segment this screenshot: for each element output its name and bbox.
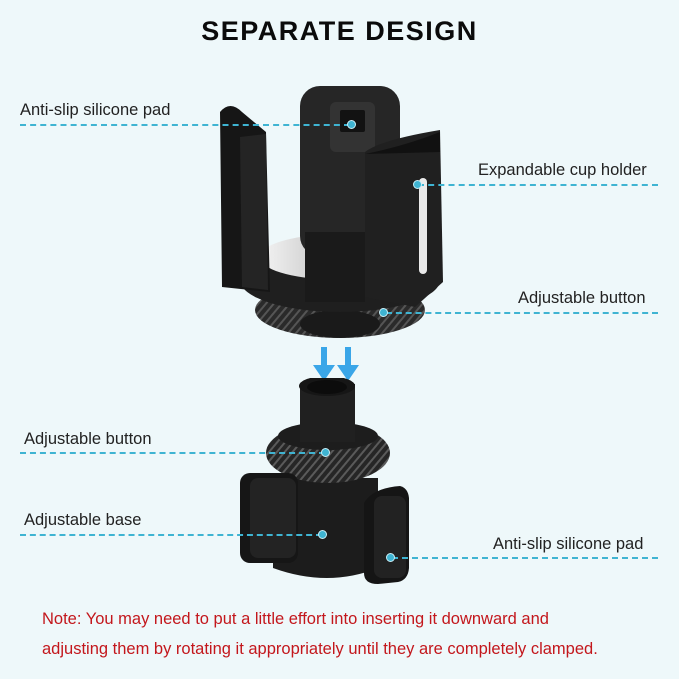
callout-line-anti-slip-pad-upper — [20, 124, 350, 126]
callout-line-expandable-cup-holder — [418, 184, 658, 186]
upper-cup-holder-image — [220, 86, 443, 338]
callout-dot-adjustable-button-upper — [379, 308, 388, 317]
callout-dot-adjustable-button-base — [321, 448, 330, 457]
note-line-2: adjusting them by rotating it appropriat… — [42, 640, 598, 658]
callout-dot-anti-slip-pad-upper — [347, 120, 356, 129]
callout-label-adjustable-base: Adjustable base — [24, 511, 142, 529]
callout-dot-expandable-cup-holder — [413, 180, 422, 189]
callout-dot-anti-slip-pad-base — [386, 553, 395, 562]
page-title: SEPARATE DESIGN — [201, 16, 478, 46]
callout-label-adjustable-button-base: Adjustable button — [24, 430, 152, 448]
callout-label-anti-slip-pad-base: Anti-slip silicone pad — [493, 535, 644, 553]
callout-label-anti-slip-pad-upper: Anti-slip silicone pad — [20, 101, 171, 119]
callout-label-adjustable-button-upper: Adjustable button — [518, 289, 646, 307]
callout-line-adjustable-button-upper — [386, 312, 658, 314]
callout-line-adjustable-base — [20, 534, 322, 536]
callout-line-adjustable-button-base — [20, 452, 325, 454]
callout-dot-adjustable-base — [318, 530, 327, 539]
note-line-1: Note: You may need to put a little effor… — [42, 610, 549, 628]
callout-line-anti-slip-pad-base — [392, 557, 658, 559]
note-text: Note: You may need to put a little effor… — [42, 604, 662, 664]
double-down-arrow-icon — [313, 347, 359, 381]
callout-label-expandable-cup-holder: Expandable cup holder — [478, 161, 647, 179]
